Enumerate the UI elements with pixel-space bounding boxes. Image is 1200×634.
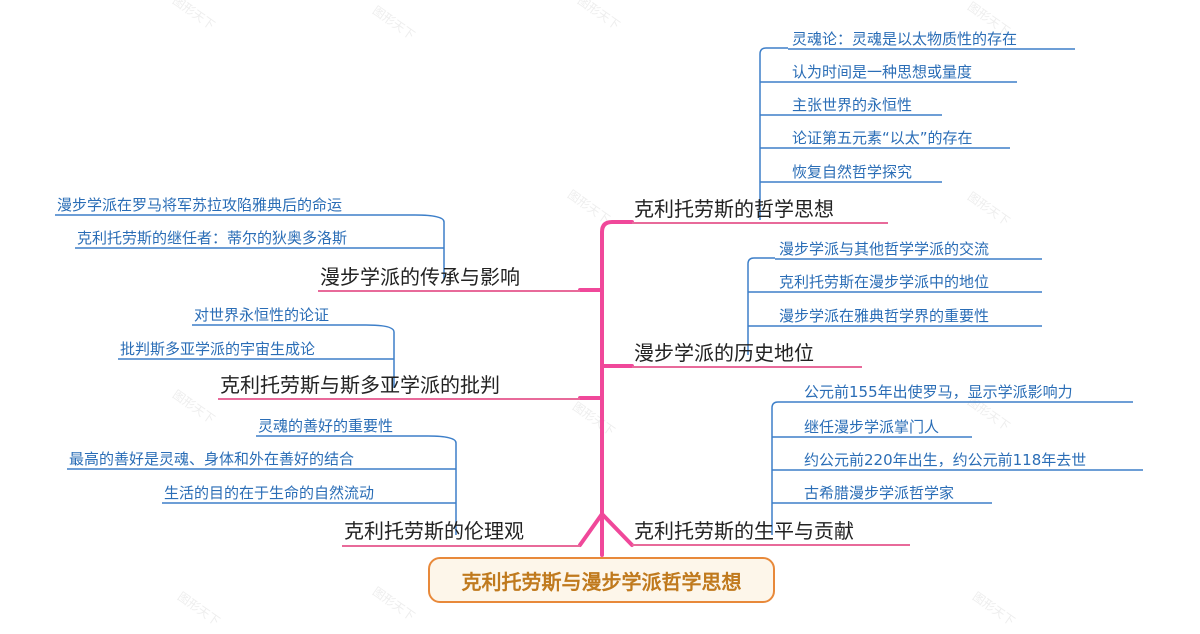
leaf-legacy-1[interactable]: 漫步学派在罗马将军苏拉攻陷雅典后的命运 [57,196,343,214]
branch-philosophy[interactable]: 克利托劳斯的哲学思想 [634,197,834,221]
leaf-philosophy-4[interactable]: 论证第五元素“以太”的存在 [792,129,973,147]
leaf-life-3[interactable]: 约公元前220年出生，约公元前118年去世 [804,451,1087,469]
branch-ethics[interactable]: 克利托劳斯的伦理观 [344,519,524,543]
branch-history[interactable]: 漫步学派的历史地位 [634,341,814,365]
branch-critique[interactable]: 克利托劳斯与斯多亚学派的批判 [220,373,500,397]
leaf-philosophy-1[interactable]: 灵魂论：灵魂是以太物质性的存在 [792,30,1018,48]
leaf-philosophy-3[interactable]: 主张世界的永恒性 [792,96,913,114]
leaf-history-1[interactable]: 漫步学派与其他哲学学派的交流 [779,240,990,258]
branch-underlines [218,222,910,547]
leaf-philosophy-5[interactable]: 恢复自然哲学探究 [792,163,913,181]
trunk-lines [578,220,634,557]
leaf-ethics-1[interactable]: 灵魂的善好的重要性 [258,417,394,435]
leaf-history-3[interactable]: 漫步学派在雅典哲学界的重要性 [779,307,990,325]
leaf-ethics-2[interactable]: 最高的善好是灵魂、身体和外在善好的结合 [69,450,355,468]
root-node[interactable]: 克利托劳斯与漫步学派哲学思想 [428,557,775,603]
branch-legacy[interactable]: 漫步学派的传承与影响 [320,265,520,289]
branch-life[interactable]: 克利托劳斯的生平与贡献 [634,519,854,543]
leaf-legacy-2[interactable]: 克利托劳斯的继任者：蒂尔的狄奥多洛斯 [77,229,348,247]
leaf-history-2[interactable]: 克利托劳斯在漫步学派中的地位 [779,273,990,291]
leaf-life-1[interactable]: 公元前155年出使罗马，显示学派影响力 [804,383,1073,401]
leaf-philosophy-2[interactable]: 认为时间是一种思想或量度 [792,63,973,81]
leaf-life-4[interactable]: 古希腊漫步学派哲学家 [804,484,955,502]
leaf-ethics-3[interactable]: 生活的目的在于生命的自然流动 [164,484,375,502]
leaf-connectors [55,47,1143,535]
leaf-life-2[interactable]: 继任漫步学派掌门人 [804,418,940,436]
leaf-critique-2[interactable]: 批判斯多亚学派的宇宙生成论 [120,340,316,358]
leaf-critique-1[interactable]: 对世界永恒性的论证 [194,306,330,324]
